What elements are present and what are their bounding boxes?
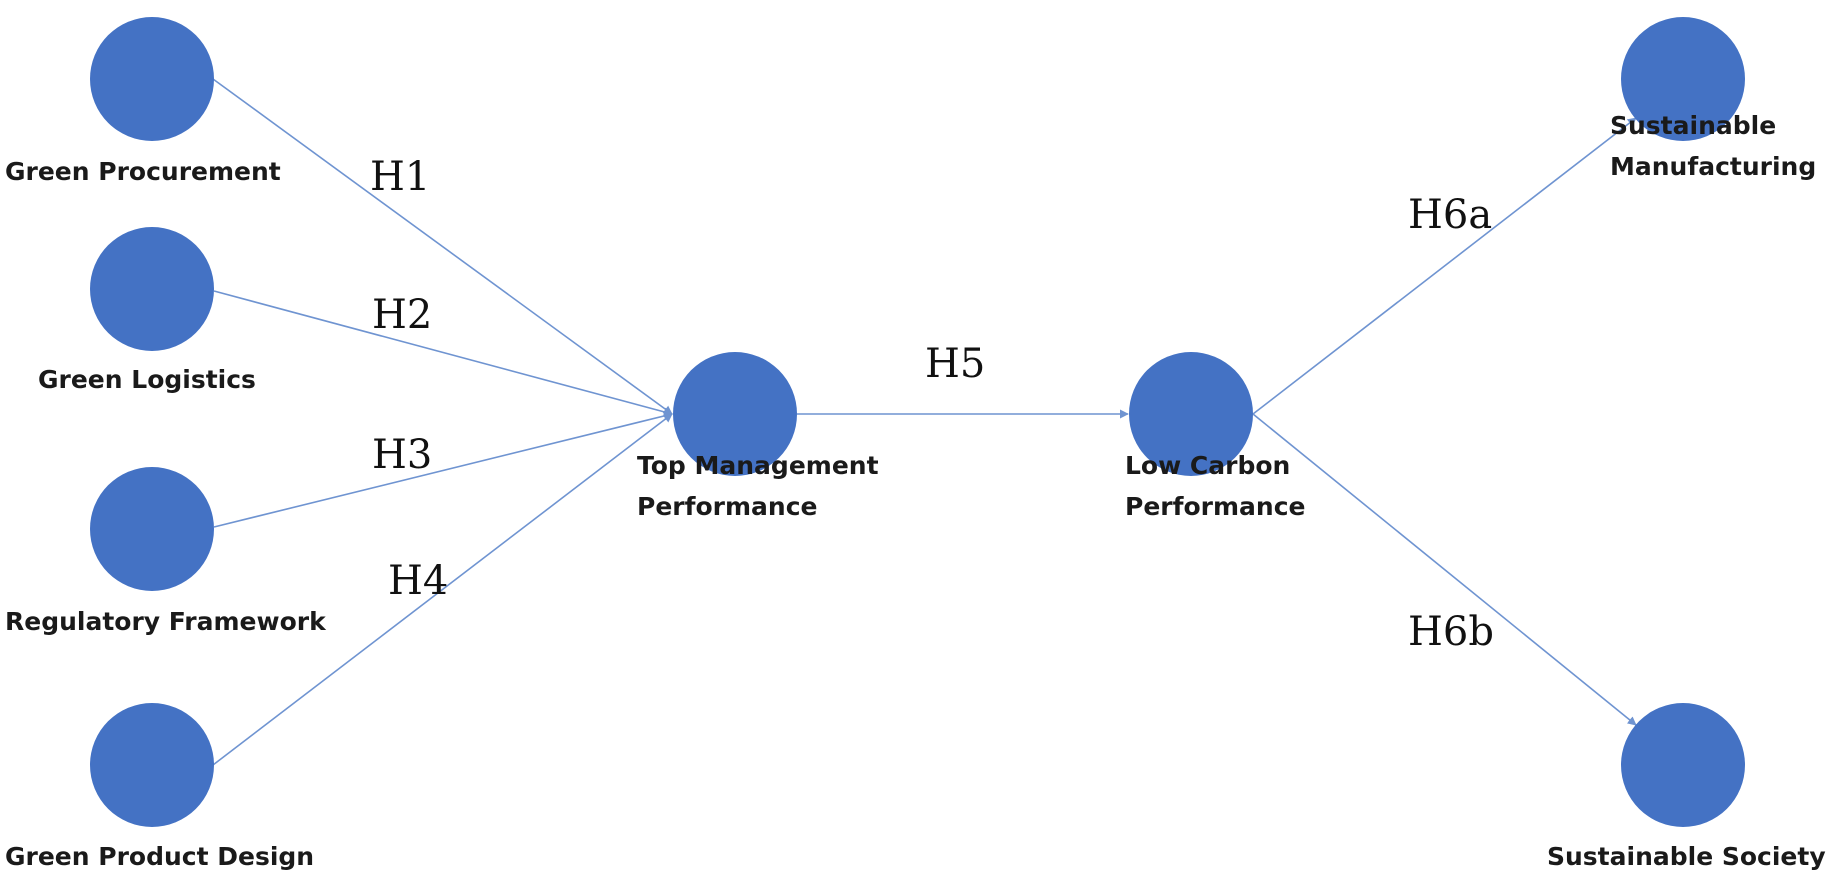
- edge-h6b: [1252, 413, 1637, 726]
- edge-label-h5: H5: [925, 341, 985, 387]
- node-regulatory-framework: [90, 467, 214, 591]
- edge-label-h4: H4: [388, 558, 448, 604]
- node-sustainable-manufacturing: [1621, 17, 1745, 141]
- edges-layer: [212, 78, 1637, 766]
- nodes-layer: [90, 17, 1745, 827]
- node-label-line: Regulatory Framework: [5, 607, 327, 636]
- node-top-management-performance: [673, 352, 797, 476]
- edge-label-h3: H3: [372, 432, 432, 478]
- node-label-line: Sustainable: [1610, 111, 1776, 140]
- edge-h6a: [1252, 117, 1637, 415]
- node-green-product-design: [90, 703, 214, 827]
- node-label-green-product-design: Green Product Design: [5, 842, 314, 871]
- node-label-sustainable-society: Sustainable Society: [1547, 842, 1826, 871]
- edge-label-h6a: H6a: [1408, 192, 1492, 238]
- node-label-line: Performance: [1125, 492, 1305, 521]
- node-label-line: Top Management: [637, 451, 879, 480]
- node-green-logistics: [90, 227, 214, 351]
- edge-label-h6b: H6b: [1408, 609, 1494, 655]
- node-label-line: Green Logistics: [38, 365, 256, 394]
- node-label-line: Green Procurement: [5, 157, 281, 186]
- node-label-regulatory-framework: Regulatory Framework: [5, 607, 327, 636]
- node-label-line: Green Product Design: [5, 842, 314, 871]
- edge-h2: [213, 290, 673, 417]
- node-green-procurement: [90, 17, 214, 141]
- edge-label-h1: H1: [370, 154, 430, 200]
- node-label-line: Manufacturing: [1610, 152, 1816, 181]
- node-label-green-logistics: Green Logistics: [38, 365, 256, 394]
- node-label-line: Low Carbon: [1125, 451, 1290, 480]
- edge-h4: [212, 413, 673, 766]
- node-sustainable-society: [1621, 703, 1745, 827]
- edge-h3: [213, 411, 673, 528]
- edge-h1: [212, 78, 673, 415]
- node-low-carbon-performance: [1129, 352, 1253, 476]
- node-label-line: Sustainable Society: [1547, 842, 1826, 871]
- node-label-green-procurement: Green Procurement: [5, 157, 281, 186]
- edge-label-h2: H2: [372, 292, 432, 338]
- node-label-line: Performance: [637, 492, 817, 521]
